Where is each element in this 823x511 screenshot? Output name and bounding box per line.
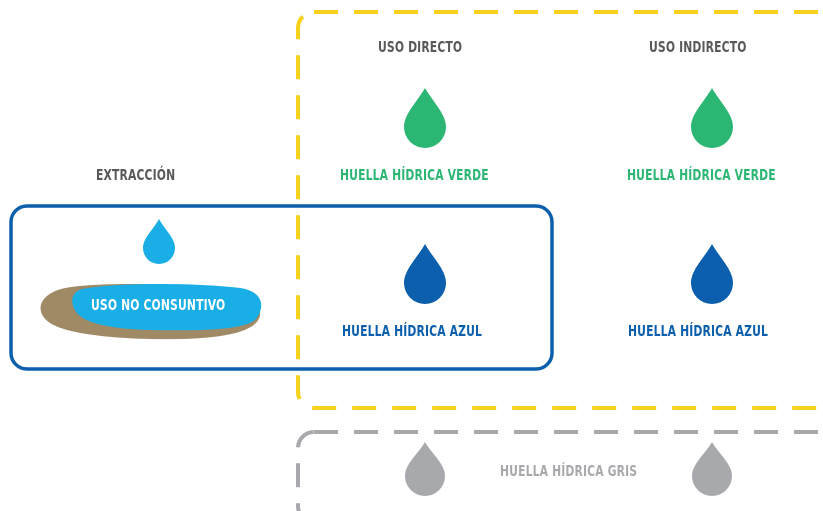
water-drop-green-icon	[404, 88, 446, 148]
water-drop-green-icon	[691, 88, 733, 148]
water-drop-light-blue-icon	[143, 219, 175, 264]
label-gray-footprint: HUELLA HÍDRICA GRIS	[500, 462, 638, 480]
header-direct-use: USO DIRECTO	[378, 38, 463, 56]
label-green-footprint-direct: HUELLA HÍDRICA VERDE	[340, 166, 489, 184]
gray-footprint-frame	[296, 430, 823, 511]
extraction-frame	[9, 204, 554, 371]
water-drop-gray-icon	[692, 442, 732, 496]
label-blue-footprint-indirect: HUELLA HÍDRICA AZUL	[628, 322, 769, 340]
label-green-footprint-indirect: HUELLA HÍDRICA VERDE	[627, 166, 776, 184]
label-blue-footprint-direct: HUELLA HÍDRICA AZUL	[342, 322, 483, 340]
label-non-consumptive-use: USO NO CONSUNTIVO	[91, 296, 226, 314]
use-region-frame	[296, 10, 823, 410]
water-drop-blue-icon	[691, 244, 733, 304]
puddle-water	[72, 284, 262, 331]
header-indirect-use: USO INDIRECTO	[649, 38, 747, 56]
water-drop-gray-icon	[405, 442, 445, 496]
header-extraction: EXTRACCIÓN	[96, 166, 176, 184]
water-drop-blue-icon	[404, 244, 446, 304]
